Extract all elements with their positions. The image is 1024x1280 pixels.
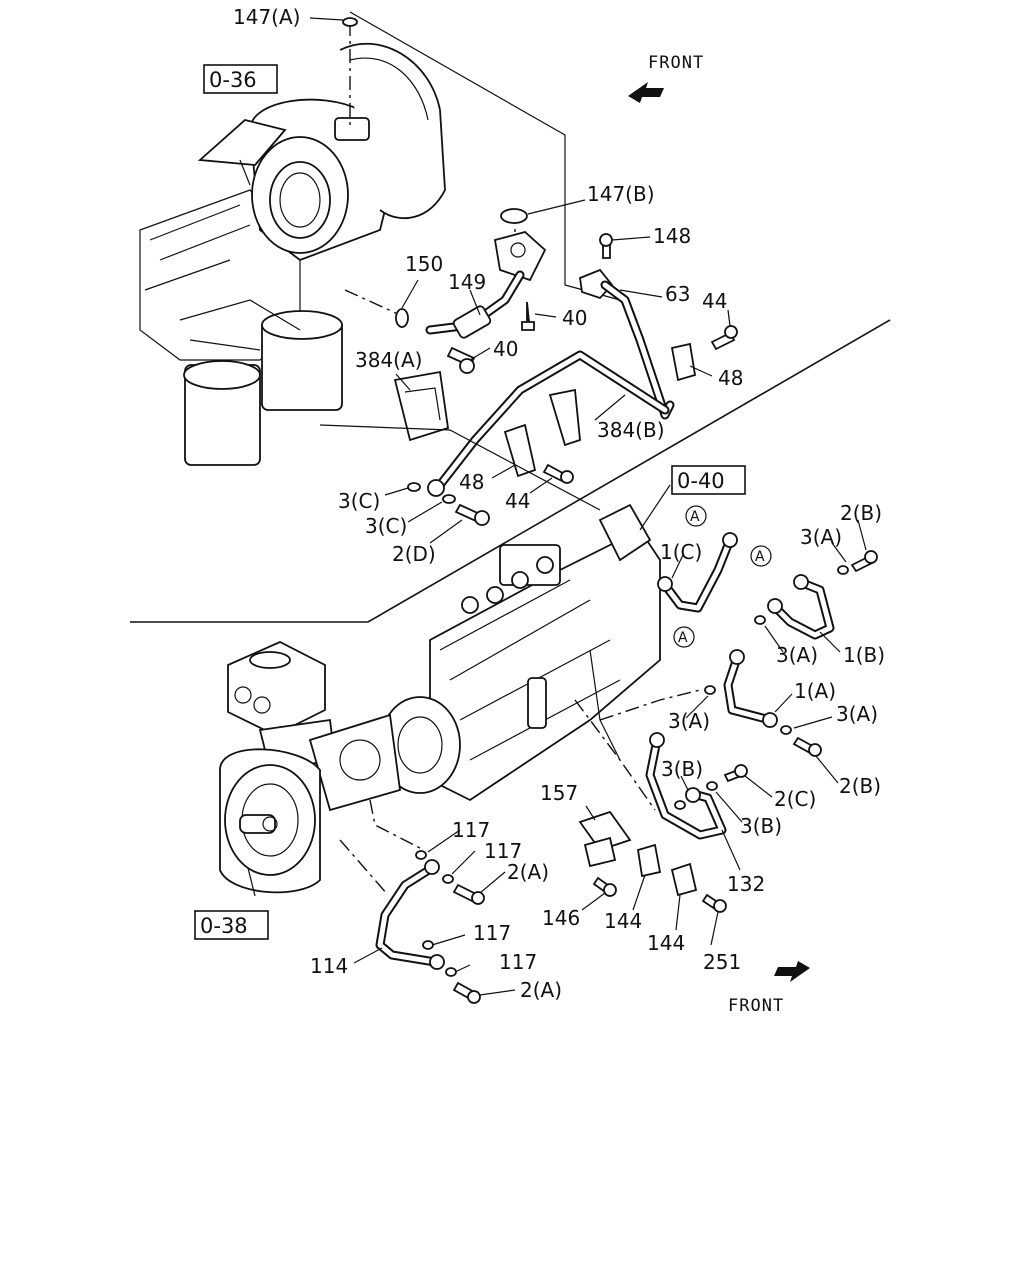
washer-117a	[415, 850, 427, 860]
label-3a1: 3(A)	[800, 525, 842, 549]
ref-040: 0-40	[677, 469, 725, 493]
clamp-157	[578, 810, 632, 852]
label-44b: 44	[505, 489, 530, 513]
bolt-40a	[521, 301, 535, 331]
marker-a-1: A	[685, 505, 707, 527]
label-157: 157	[540, 781, 578, 805]
pump-flange	[219, 748, 321, 894]
front-arrow-top	[628, 82, 664, 103]
marker-a-2: A	[750, 545, 772, 567]
label-148: 148	[653, 224, 691, 248]
oring-147a	[342, 17, 358, 27]
svg-text:A: A	[678, 630, 688, 646]
label-48a: 48	[718, 366, 743, 390]
label-384a: 384(A)	[355, 348, 422, 372]
label-3c1: 3(C)	[338, 489, 380, 513]
washer-3b1	[674, 800, 686, 810]
front-label-bottom: FRONT	[728, 996, 784, 1016]
label-147a: 147(A)	[233, 5, 300, 29]
air-compressor	[227, 641, 461, 812]
label-149: 149	[448, 270, 486, 294]
oring-150	[395, 308, 409, 328]
marker-a-3: A	[673, 626, 695, 648]
label-117c: 117	[473, 921, 511, 945]
label-40b: 40	[493, 337, 518, 361]
label-2c: 2(C)	[774, 787, 816, 811]
label-44a: 44	[702, 289, 727, 313]
label-3a4: 3(A)	[836, 702, 878, 726]
label-1b: 1(B)	[843, 643, 885, 667]
label-251: 251	[703, 950, 741, 974]
label-117b: 117	[484, 839, 522, 863]
label-3a2: 3(A)	[776, 643, 818, 667]
label-3b2: 3(B)	[740, 814, 782, 838]
oring-147b	[500, 208, 528, 224]
washer-3a2	[754, 615, 766, 625]
washer-3a4	[780, 725, 792, 735]
label-2d: 2(D)	[392, 542, 436, 566]
label-2a1: 2(A)	[507, 860, 549, 884]
ref-038: 0-38	[200, 914, 248, 938]
ref-box-036	[203, 64, 278, 94]
label-114: 114	[310, 954, 348, 978]
label-2b2: 2(B)	[839, 774, 881, 798]
section-divider	[130, 319, 891, 623]
fitting-63	[579, 268, 614, 300]
label-132: 132	[727, 872, 765, 896]
washer-117c	[422, 940, 434, 950]
clamp-48a	[670, 342, 697, 382]
clamp-144a	[636, 843, 662, 878]
label-1c: 1(C)	[660, 540, 702, 564]
label-63: 63	[665, 282, 690, 306]
svg-text:A: A	[755, 549, 765, 565]
clamp-144b	[670, 862, 698, 897]
label-1a: 1(A)	[794, 679, 836, 703]
label-117d: 117	[499, 950, 537, 974]
injection-pump	[429, 503, 661, 802]
washer-3a3	[704, 685, 716, 695]
front-label-top: FRONT	[648, 53, 704, 73]
label-3a3: 3(A)	[668, 709, 710, 733]
label-117a: 117	[452, 818, 490, 842]
ref-box-040	[671, 465, 746, 495]
engine-block-top	[139, 189, 343, 466]
svg-text:A: A	[690, 509, 700, 525]
washer-3c2	[442, 494, 456, 504]
label-150: 150	[405, 252, 443, 276]
label-147b: 147(B)	[587, 182, 655, 206]
label-146: 146	[542, 906, 580, 930]
label-2b1: 2(B)	[840, 501, 882, 525]
label-144b: 144	[647, 931, 685, 955]
label-3b1: 3(B)	[661, 757, 703, 781]
label-144a: 144	[604, 909, 642, 933]
washer-117d	[445, 967, 457, 977]
washer-3c1	[407, 482, 421, 492]
label-40a: 40	[562, 306, 587, 330]
ref-box-038	[194, 910, 269, 940]
washer-3a1	[837, 565, 849, 575]
bracket-384b	[548, 388, 581, 447]
front-arrow-bottom	[774, 961, 810, 982]
label-48b: 48	[459, 470, 484, 494]
ref-036: 0-36	[209, 68, 257, 92]
turbocharger	[197, 42, 446, 262]
label-3c2: 3(C)	[365, 514, 407, 538]
washer-3b2	[706, 781, 718, 791]
clamp-48b	[503, 423, 537, 478]
label-384b: 384(B)	[597, 418, 665, 442]
flange	[493, 231, 547, 282]
label-2a2: 2(A)	[520, 978, 562, 1002]
washer-117b	[442, 874, 454, 884]
